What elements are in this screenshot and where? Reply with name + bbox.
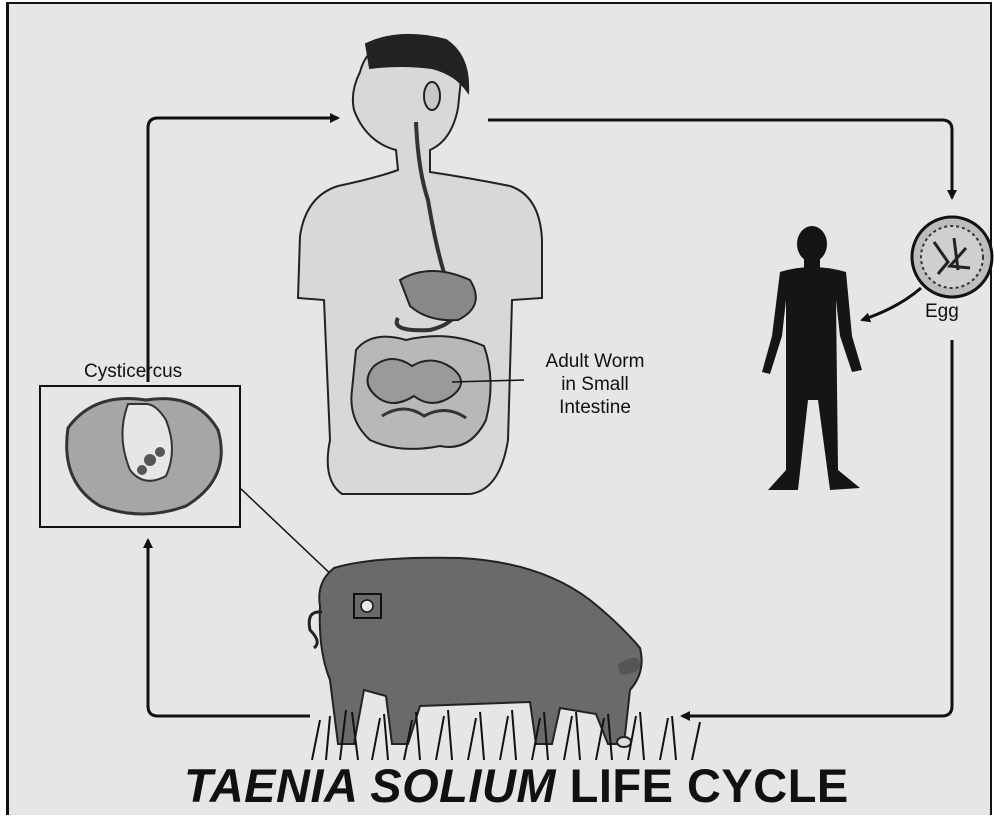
adult-worm-label: Adult Worm in Small Intestine: [528, 350, 662, 419]
adult-worm-label-line2: in Small: [528, 373, 662, 396]
title-species: TAENIA SOLIUM: [184, 759, 556, 812]
arrow-egg-to-person: [862, 288, 921, 320]
egg-illustration: [912, 217, 992, 297]
egg-label: Egg: [925, 300, 959, 323]
cysticercus-label: Cysticercus: [84, 360, 182, 383]
grass: [312, 710, 700, 760]
title-rest: LIFE CYCLE: [570, 759, 849, 812]
human-torso-illustration: [298, 35, 542, 494]
adult-worm-label-line1: Adult Worm: [528, 350, 662, 373]
adult-worm-label-line3: Intestine: [528, 396, 662, 419]
cysticercus-inset: [40, 386, 356, 598]
arrow-human-to-egg: [488, 120, 952, 198]
diagram-title: TAENIA SOLIUM LIFE CYCLE: [184, 760, 904, 812]
person-silhouette: [762, 226, 862, 490]
arrow-pig-to-cysticercus: [148, 540, 310, 716]
